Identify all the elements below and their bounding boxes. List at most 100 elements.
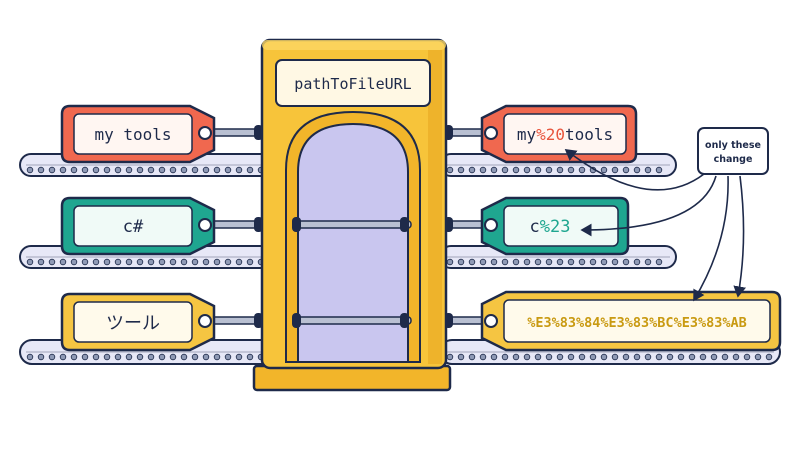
belt-roller: [556, 258, 564, 266]
belt-roller: [655, 166, 663, 174]
arrow-to-encoded-tsuru-b: [733, 175, 746, 298]
belt-roller: [224, 258, 232, 266]
belt-roller: [567, 353, 575, 361]
belt-roller: [655, 353, 663, 361]
belt-roller: [611, 258, 619, 266]
callout-line-2: change: [714, 154, 753, 165]
machine-base: [252, 364, 452, 392]
belt-roller: [721, 353, 729, 361]
encoded-segment: %20: [536, 125, 565, 144]
belt-roller: [224, 353, 232, 361]
belt-roller: [479, 258, 487, 266]
belt-roller: [545, 353, 553, 361]
belt-roller: [224, 166, 232, 174]
belt-roller: [125, 258, 133, 266]
belt-roller: [169, 353, 177, 361]
machine-window: [297, 122, 409, 363]
belt-roller: [246, 353, 254, 361]
belt-roller: [600, 258, 608, 266]
belt-roller: [622, 166, 630, 174]
belt-roller: [490, 166, 498, 174]
arrow-to-encoded-tsuru-a: [693, 175, 729, 302]
belt-roller: [191, 353, 199, 361]
belt-roller: [644, 353, 652, 361]
belt-roller: [622, 258, 630, 266]
belt-roller: [765, 353, 773, 361]
belt-roller: [103, 166, 111, 174]
belt-roller: [479, 166, 487, 174]
belt-roller: [246, 166, 254, 174]
belt-roller: [622, 353, 630, 361]
belt-roller: [732, 353, 740, 361]
arrow-to-percent-23: [580, 175, 717, 237]
belt-roller: [202, 258, 210, 266]
belt-roller: [523, 353, 531, 361]
belt-rollers-right-1: [446, 166, 663, 174]
belt-roller: [457, 353, 465, 361]
belt-roller: [202, 166, 210, 174]
belt-roller: [479, 353, 487, 361]
input-tag-label: ツール: [106, 313, 160, 334]
belt-roller: [180, 258, 188, 266]
belt-roller: [136, 166, 144, 174]
belt-roller: [600, 353, 608, 361]
belt-roller: [136, 353, 144, 361]
machine-label: pathToFileURL: [294, 75, 411, 93]
belt-roller: [180, 166, 188, 174]
belt-roller: [213, 258, 221, 266]
path-to-file-url-machine: pathToFileURL: [252, 38, 452, 392]
output-tag-label: my%20tools: [517, 125, 613, 144]
belt-roller: [235, 166, 243, 174]
belt-roller: [81, 166, 89, 174]
belt-roller: [743, 353, 751, 361]
belt-roller: [688, 353, 696, 361]
belt-roller: [191, 258, 199, 266]
belt-roller: [103, 258, 111, 266]
belt-roller: [699, 353, 707, 361]
output-tag-label: %E3%83%84%E3%83%BC%E3%83%AB: [527, 315, 746, 331]
belt-roller: [644, 166, 652, 174]
belt-roller: [48, 258, 56, 266]
belt-roller: [534, 353, 542, 361]
belt-roller: [490, 353, 498, 361]
belt-roller: [235, 353, 243, 361]
belt-roller: [158, 353, 166, 361]
belt-roller: [37, 258, 45, 266]
belt-rollers-left-2: [26, 258, 265, 266]
belt-roller: [556, 353, 564, 361]
belt-roller: [523, 166, 531, 174]
belt-rollers-left-3: [26, 353, 265, 361]
belt-roller: [48, 166, 56, 174]
belt-roller: [666, 353, 674, 361]
belt-roller: [457, 166, 465, 174]
machine-label-plate: [275, 59, 431, 107]
callout-arrows: [564, 149, 746, 302]
belt-rollers-left-1: [26, 166, 265, 174]
output-tag-my-tools: my%20tools: [480, 104, 638, 164]
belt-roller: [158, 258, 166, 266]
belt-roller: [147, 258, 155, 266]
belt-roller: [235, 258, 243, 266]
belt-roller: [512, 258, 520, 266]
belt-roller: [158, 166, 166, 174]
belt-roller: [567, 258, 575, 266]
belt-roller: [147, 166, 155, 174]
belt-roller: [710, 353, 718, 361]
arrow-to-percent-20: [564, 149, 705, 191]
belt-roller: [213, 353, 221, 361]
belt-roller: [169, 258, 177, 266]
callout-line-1: only these: [705, 140, 761, 151]
belt-roller: [578, 353, 586, 361]
input-tag-label: my tools: [94, 125, 171, 144]
belt-roller: [59, 258, 67, 266]
belt-roller: [501, 258, 509, 266]
belt-roller: [180, 353, 188, 361]
belt-roller: [114, 353, 122, 361]
belt-roller: [512, 166, 520, 174]
belt-roller: [70, 353, 78, 361]
only-these-change-callout: only these change: [697, 127, 769, 175]
belt-roller: [92, 353, 100, 361]
input-tag-label: c#: [123, 217, 144, 237]
belt-roller: [169, 166, 177, 174]
